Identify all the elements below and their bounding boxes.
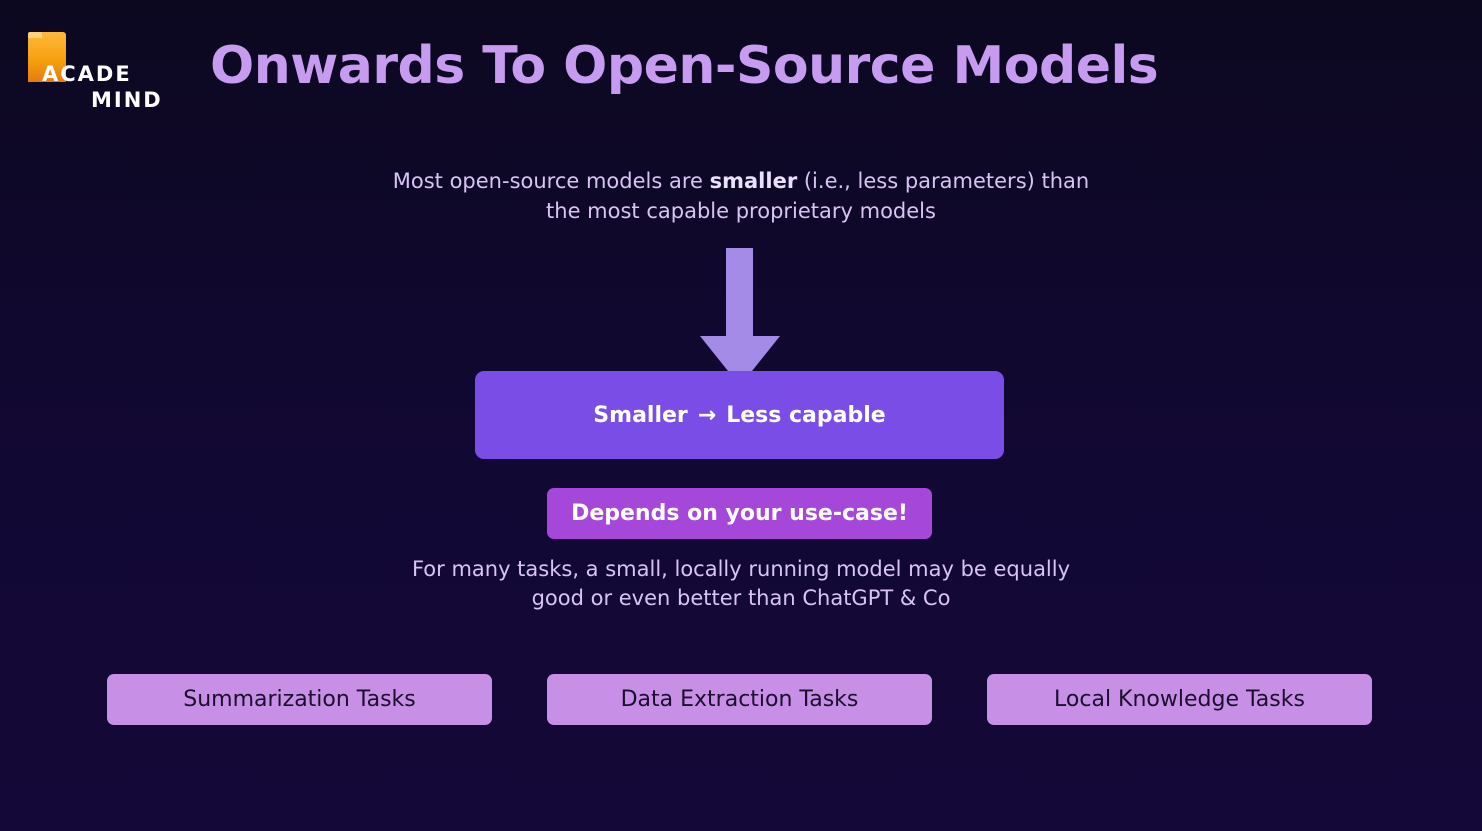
- intro-text-before: Most open-source models are: [392, 169, 710, 193]
- right-arrow-icon: →: [697, 402, 717, 428]
- smaller-less-capable-box: Smaller → Less capable: [475, 371, 1004, 459]
- slide-title: Onwards To Open-Source Models: [210, 36, 1159, 96]
- intro-text: Most open-source models are smaller (i.e…: [391, 166, 1091, 226]
- arrow-head: [700, 336, 780, 386]
- logo-mark-fold: [28, 32, 42, 38]
- logo-text-line1: ACADE: [42, 62, 132, 86]
- down-arrow-icon: [700, 248, 780, 386]
- logo-text-line2: MIND: [91, 88, 163, 112]
- task-data-extraction: Data Extraction Tasks: [547, 674, 932, 725]
- task-local-knowledge: Local Knowledge Tasks: [987, 674, 1372, 725]
- task-summarization: Summarization Tasks: [107, 674, 492, 725]
- logo-mark-icon: [28, 32, 66, 82]
- detail-text: For many tasks, a small, locally running…: [411, 557, 1071, 610]
- main-box-left: Smaller: [593, 402, 688, 428]
- arrow-shaft: [726, 248, 753, 338]
- intro-text-after: (i.e., less parameters) than the most ca…: [546, 169, 1090, 223]
- intro-emphasis: smaller: [709, 169, 798, 193]
- academind-logo: ACADE MIND: [26, 30, 166, 112]
- main-box-right: Less capable: [726, 402, 886, 428]
- usecase-box: Depends on your use-case!: [547, 488, 932, 539]
